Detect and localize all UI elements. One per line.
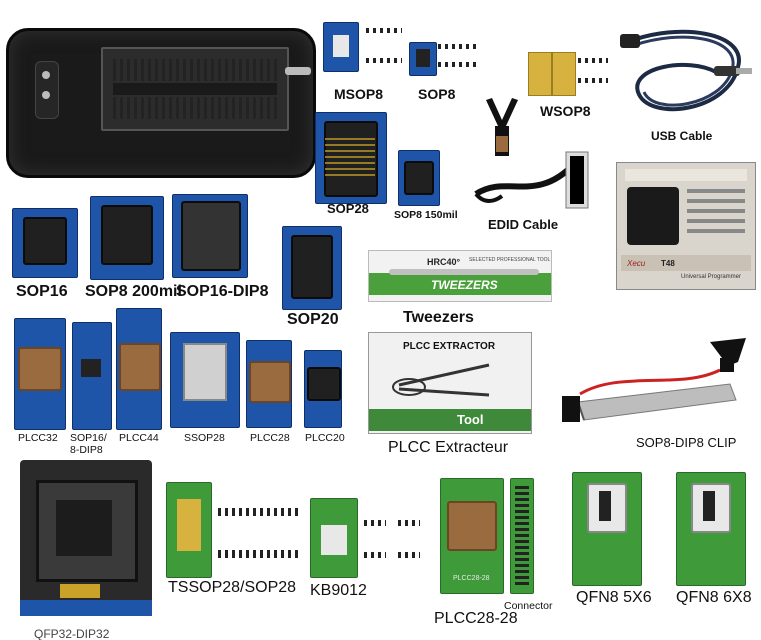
header-pins bbox=[364, 552, 386, 558]
zif-lever bbox=[285, 67, 311, 75]
label-edid-cable: EDID Cable bbox=[488, 217, 559, 232]
label-tweezers: Tweezers bbox=[403, 309, 474, 326]
tweezers-brand: TWEEZERS bbox=[431, 278, 498, 292]
label-plcc28: PLCC28 bbox=[250, 432, 290, 444]
connector-board bbox=[510, 478, 534, 594]
sop20-adapter bbox=[282, 226, 342, 310]
header-pins bbox=[366, 58, 402, 63]
usb-cable bbox=[620, 29, 752, 112]
qfp32-dip32-adapter bbox=[20, 460, 152, 616]
header-pins bbox=[398, 520, 420, 526]
plcc-extractor-package: PLCC EXTRACTOR Tool bbox=[368, 332, 532, 434]
programmer-box: Xecu T48 Universal Programmer bbox=[616, 162, 756, 290]
label-plcc20: PLCC20 bbox=[305, 432, 345, 444]
box-model: T48 bbox=[661, 259, 675, 268]
label-kb9012: KB9012 bbox=[310, 582, 367, 599]
header-pins bbox=[438, 44, 478, 49]
qfn8-5x6-adapter bbox=[572, 472, 642, 586]
label-wsop8: WSOP8 bbox=[540, 103, 591, 119]
label-qfp32-dip32: QFP32-DIP32 bbox=[34, 628, 110, 640]
sop8-dip8-clip bbox=[562, 338, 746, 422]
label-sop8-200mil: SOP8 200mil bbox=[85, 283, 182, 300]
plcc28-28-board-label: PLCC28-28 bbox=[453, 575, 490, 582]
label-sop16-8-dip8: SOP16/ bbox=[70, 432, 107, 444]
label-connector: Connector bbox=[504, 600, 553, 612]
ssop28-adapter bbox=[170, 332, 240, 428]
plcc28-28-adapter: PLCC28-28 bbox=[440, 478, 504, 594]
tweezers-package: HRC40° SELECTED PROFESSIONAL TOOL TWEEZE… bbox=[368, 250, 552, 302]
header-pins bbox=[364, 520, 386, 526]
qfn8-6x8-adapter bbox=[676, 472, 746, 586]
sop28-adapter bbox=[315, 112, 387, 204]
label-sop8-150mil: SOP8 150mil bbox=[394, 209, 458, 221]
kb9012-adapter bbox=[310, 498, 358, 578]
label-qfn8-6x8: QFN8 6X8 bbox=[676, 589, 752, 606]
header-pins bbox=[366, 28, 402, 33]
plcc28-adapter bbox=[246, 340, 292, 428]
programmer-led bbox=[42, 91, 50, 99]
sop8-150mil-adapter bbox=[398, 150, 440, 206]
wsop8-adapter bbox=[528, 52, 552, 96]
programmer-led bbox=[42, 71, 50, 79]
label-sop16-dip8: SOP16-DIP8 bbox=[176, 283, 269, 300]
label-sop8: SOP8 bbox=[418, 86, 456, 102]
label-sop8-dip8-clip: SOP8-DIP8 CLIP bbox=[636, 435, 737, 450]
tweezers-subtitle: SELECTED PROFESSIONAL TOOL bbox=[469, 257, 551, 263]
box-brand: Xecu bbox=[627, 259, 646, 268]
header-pins bbox=[218, 550, 300, 558]
label-sop16: SOP16 bbox=[16, 283, 68, 300]
label-plcc44: PLCC44 bbox=[119, 432, 159, 444]
label-sop20: SOP20 bbox=[287, 311, 339, 328]
label-usb-cable: USB Cable bbox=[651, 129, 713, 143]
sop8-adapter bbox=[409, 42, 437, 76]
header-pins bbox=[398, 552, 420, 558]
test-clip-small bbox=[486, 98, 518, 156]
label-plcc28-28: PLCC28-28 bbox=[434, 610, 518, 627]
label-tssop28: TSSOP28/SOP28 bbox=[168, 579, 297, 596]
header-pins bbox=[578, 58, 608, 63]
plcc44-adapter bbox=[116, 308, 162, 430]
header-pins bbox=[578, 78, 608, 83]
header-pins bbox=[438, 62, 478, 67]
programmer-device bbox=[6, 28, 316, 178]
label-qfn8-5x6: QFN8 5X6 bbox=[576, 589, 652, 606]
plcc32-adapter bbox=[14, 318, 66, 430]
sop16-dip8-adapter bbox=[172, 194, 248, 278]
wsop8-adapter bbox=[552, 52, 576, 96]
sop16-adapter bbox=[12, 208, 78, 278]
msop8-adapter bbox=[323, 22, 359, 72]
label-plcc-extracteur: PLCC Extracteur bbox=[388, 439, 509, 456]
programmer-led-panel bbox=[35, 61, 59, 119]
zif-socket bbox=[101, 47, 289, 131]
tssop28-adapter bbox=[166, 482, 212, 578]
extractor-title: PLCC EXTRACTOR bbox=[403, 341, 496, 352]
tweezers-model: HRC40° bbox=[427, 257, 461, 267]
label-plcc32: PLCC32 bbox=[18, 432, 58, 444]
header-pins bbox=[218, 508, 300, 516]
label-msop8: MSOP8 bbox=[334, 86, 384, 102]
plcc20-adapter bbox=[304, 350, 342, 428]
edid-cable bbox=[474, 151, 589, 209]
sop16-8-dip8-adapter bbox=[72, 322, 112, 430]
sop8-200mil-adapter bbox=[90, 196, 164, 280]
label-ssop28: SSOP28 bbox=[184, 432, 225, 444]
extractor-brand: Tool bbox=[457, 412, 484, 427]
label-sop28: SOP28 bbox=[327, 201, 369, 216]
label-sop16-8-dip8-line2: 8-DIP8 bbox=[70, 445, 103, 453]
box-subtitle: Universal Programmer bbox=[681, 274, 742, 280]
